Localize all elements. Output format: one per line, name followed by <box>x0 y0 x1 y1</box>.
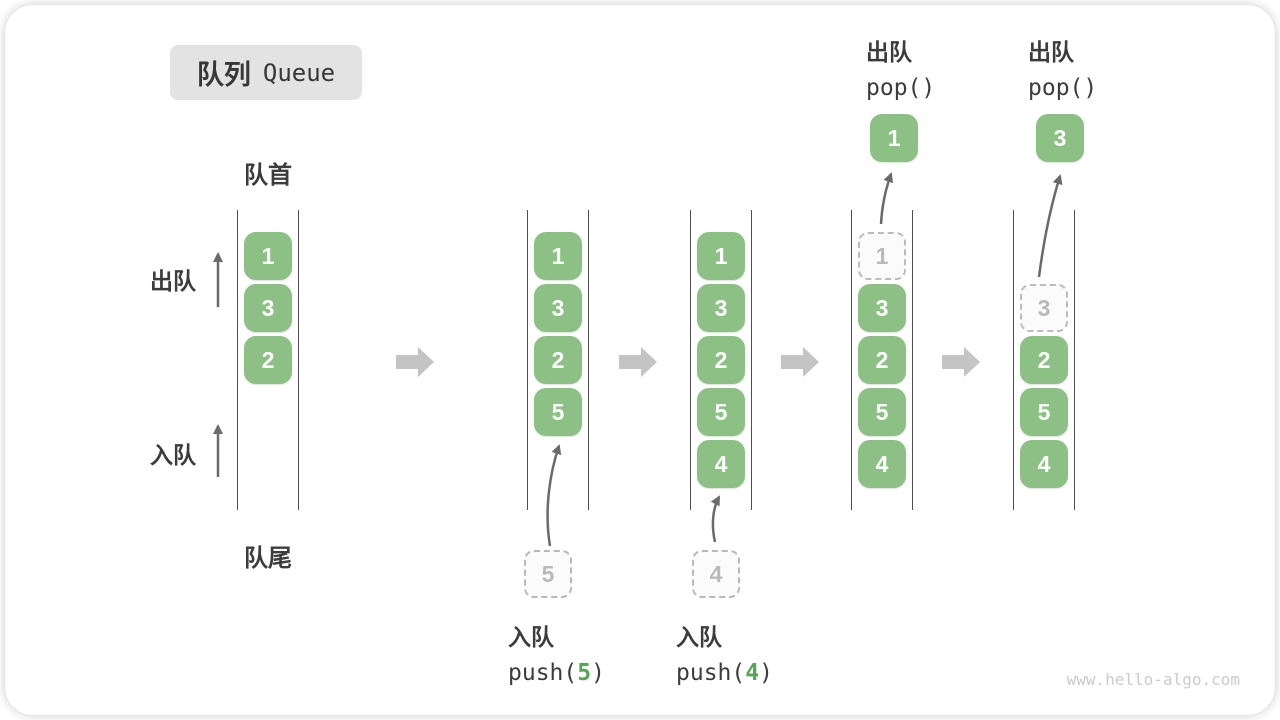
code-argument: 5 <box>577 660 592 686</box>
operation-push4: 入队 push(4) <box>676 618 773 686</box>
queue-cell-dashed: 1 <box>858 232 906 280</box>
popped-element-box: 3 <box>1036 114 1084 162</box>
operation-pop-2: 出队 pop() <box>1028 33 1097 101</box>
queue-cell-solid: 3 <box>858 284 906 332</box>
queue-cell-dashed: 3 <box>1020 284 1068 332</box>
operation-label: 出队 <box>1028 39 1074 65</box>
queue-cell-solid: 1 <box>534 232 582 280</box>
title-chinese: 队列 <box>196 60 251 90</box>
queue-cell-solid: 2 <box>534 336 582 384</box>
popped-element-box: 1 <box>870 114 918 162</box>
queue-cell-solid: 5 <box>1020 388 1068 436</box>
queue-cell-solid: 5 <box>534 388 582 436</box>
queue-cell-solid: 4 <box>1020 440 1068 488</box>
operation-pop-1: 出队 pop() <box>866 33 935 101</box>
title-badge: 队列 Queue <box>170 45 362 100</box>
queue-cell-solid: 2 <box>244 336 292 384</box>
queue-cell-solid: 2 <box>858 336 906 384</box>
title-english: Queue <box>262 58 336 87</box>
queue-cell-solid: 5 <box>858 388 906 436</box>
diagram-card <box>5 5 1275 715</box>
code-suffix: ) <box>591 660 605 686</box>
enqueue-direction-label: 入队 <box>150 442 196 468</box>
queue-rear-label: 队尾 <box>244 545 292 572</box>
operation-code: push(4) <box>676 660 773 686</box>
queue-cell-solid: 1 <box>697 232 745 280</box>
queue-cell-solid: 3 <box>534 284 582 332</box>
operation-push5: 入队 push(5) <box>508 618 605 686</box>
queue-cell-solid: 4 <box>697 440 745 488</box>
queue-cell-solid: 2 <box>1020 336 1068 384</box>
code-argument: 4 <box>745 660 760 686</box>
queue-cell-solid: 1 <box>244 232 292 280</box>
code-prefix: push( <box>508 660 578 686</box>
operation-code: push(5) <box>508 660 605 686</box>
code-suffix: ) <box>759 660 773 686</box>
queue-front-label: 队首 <box>244 162 292 189</box>
dequeue-direction-label: 出队 <box>150 268 196 294</box>
queue-cell-solid: 5 <box>697 388 745 436</box>
queue-cell-solid: 3 <box>244 284 292 332</box>
operation-code: pop() <box>1028 75 1098 101</box>
operation-label: 入队 <box>676 624 722 650</box>
code-prefix: push( <box>676 660 746 686</box>
operation-code: pop() <box>866 75 936 101</box>
pending-element-box: 4 <box>692 550 740 598</box>
watermark: www.hello-algo.com <box>1066 670 1240 689</box>
queue-cell-solid: 3 <box>697 284 745 332</box>
operation-label: 出队 <box>866 39 912 65</box>
operation-label: 入队 <box>508 624 554 650</box>
queue-cell-solid: 4 <box>858 440 906 488</box>
queue-cell-solid: 2 <box>697 336 745 384</box>
pending-element-box: 5 <box>524 550 572 598</box>
